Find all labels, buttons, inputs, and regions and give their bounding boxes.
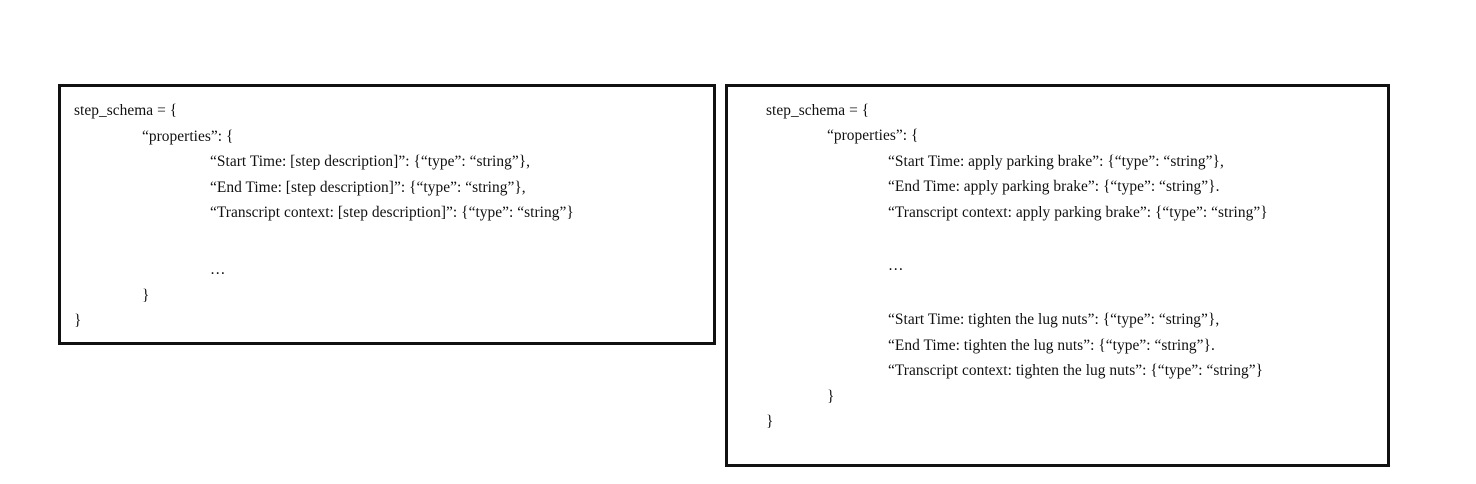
- code-line-spacer: [74, 226, 703, 257]
- code-line: “End Time: [step description]”: {“type”:…: [210, 178, 526, 196]
- code-line: …: [888, 257, 904, 275]
- code-line: “properties”: {: [827, 127, 919, 145]
- schema-instantiated-box: step_schema = { “properties”: { “Start Tim…: [725, 84, 1390, 467]
- code-line-spacer: [766, 225, 1377, 253]
- code-line: “End Time: tighten the lug nuts”: {“type…: [888, 336, 1215, 354]
- code-line-spacer: [766, 278, 1377, 307]
- code-line: …: [210, 260, 226, 278]
- code-line: “Start Time: [step description]”: {“type…: [210, 153, 531, 171]
- code-line: “Start Time: tighten the lug nuts”: {“ty…: [888, 311, 1220, 329]
- code-line: “properties”: {: [142, 127, 234, 145]
- code-line: “Transcript context: [step description]”…: [210, 204, 574, 222]
- code-line: “Transcript context: apply parking brake…: [888, 203, 1268, 221]
- code-line: }: [74, 312, 82, 330]
- code-line: step_schema = {: [766, 102, 870, 119]
- code-line: “Start Time: apply parking brake”: {“typ…: [888, 152, 1224, 170]
- code-line: }: [142, 286, 150, 304]
- code-line: }: [766, 413, 774, 431]
- code-line: step_schema = {: [74, 102, 178, 119]
- schema-template-box: step_schema = { “properties”: { “Start Tim…: [58, 84, 716, 345]
- code-line: “Transcript context: tighten the lug nut…: [888, 362, 1264, 380]
- code-line: }: [827, 387, 835, 405]
- code-line: “End Time: apply parking brake”: {“type”…: [888, 178, 1220, 196]
